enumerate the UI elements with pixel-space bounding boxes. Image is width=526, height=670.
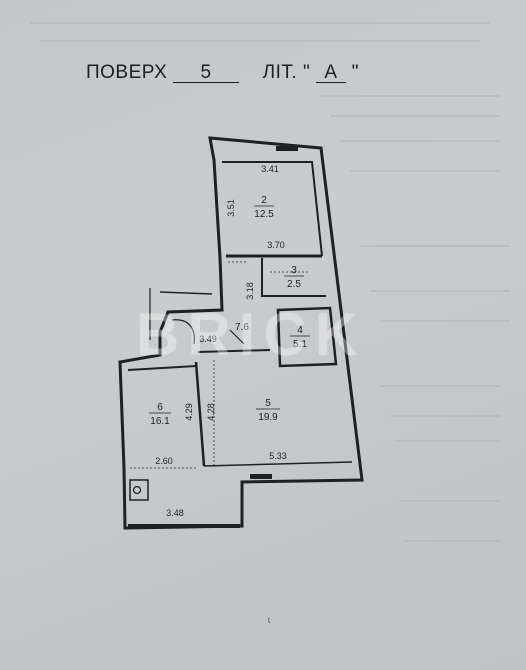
bleed-through-text (380, 320, 510, 322)
bleed-through-text (390, 415, 500, 417)
floor-label: ПОВЕРХ (86, 62, 168, 83)
dimension-label: 4.28 (206, 403, 216, 421)
window (276, 146, 298, 151)
bleed-through-text (380, 385, 500, 387)
quote-open: " (302, 62, 311, 83)
bleed-through-text (395, 440, 500, 442)
room-5-number: 5 (265, 398, 271, 409)
room-6-top-wall (127, 365, 197, 371)
bleed-through-text (370, 290, 510, 292)
room-4-area: 5.1 (293, 339, 307, 350)
bleed-through-text (360, 245, 510, 247)
room-6-number: 6 (157, 402, 163, 413)
service-box (129, 479, 149, 501)
outer-wall (118, 136, 364, 530)
window (250, 474, 272, 479)
bleed-through-text (350, 170, 500, 172)
wall-5-6 (194, 361, 206, 467)
room-2-area: 12.5 (254, 209, 274, 220)
room-4-wall (276, 306, 338, 368)
room-1-area: 7.6 (235, 322, 249, 333)
dimension-label: 3.70 (267, 240, 285, 250)
room-6-area: 16.1 (150, 416, 170, 427)
dimension-label: 3.41 (261, 164, 279, 174)
corridor-wall (197, 349, 271, 353)
watermark-logo: BRICK (136, 301, 366, 368)
quote-close: " (351, 62, 359, 83)
lit-letter: А (315, 63, 346, 83)
bleed-through-text (400, 500, 500, 502)
bleed-through-text (320, 95, 500, 97)
bleed-through-text (405, 540, 500, 542)
page-mark: ɩ (268, 615, 271, 626)
dimension-label: 3.51 (226, 199, 236, 217)
boiler-icon (132, 485, 142, 495)
lit-label: ЛІТ. (262, 62, 298, 83)
room-3-area: 2.5 (287, 279, 301, 290)
entrance-wall (159, 291, 213, 295)
room-2-number: 2 (261, 195, 267, 206)
dimension-label: 3.49 (199, 334, 217, 344)
dimension-label: 3.18 (245, 282, 255, 300)
dimension-label: 2.60 (155, 456, 173, 466)
room-5-bottom-wall (203, 461, 353, 467)
dimension-label: 4.29 (184, 403, 194, 421)
bleed-through-text (40, 40, 480, 42)
floor-number: 5 (173, 63, 240, 83)
room-3-wall (261, 258, 326, 297)
dimension-label: 5.33 (269, 451, 287, 461)
bleed-through-text (30, 22, 490, 24)
room-2-wall (222, 161, 323, 257)
door-swing (171, 319, 195, 345)
bleed-through-text (340, 140, 500, 142)
bleed-through-text (330, 115, 500, 117)
dimension-label: 3.48 (166, 508, 184, 518)
window (128, 524, 240, 528)
room-5-area: 19.9 (258, 412, 278, 423)
door-swing (229, 329, 245, 345)
room-4-number: 4 (297, 325, 303, 336)
floor-header: ПОВЕРХ 5 ЛІТ. " А " (86, 62, 359, 84)
room-3-number: 3 (291, 265, 297, 276)
